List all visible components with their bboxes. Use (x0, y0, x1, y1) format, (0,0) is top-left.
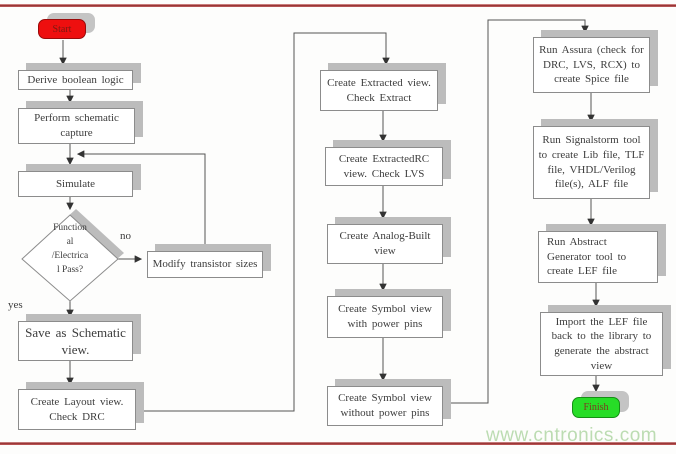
node-modify-transistor-sizes: Modify transistor sizes (147, 251, 263, 278)
connector-modify-feedback (76, 150, 206, 251)
node-perform-schematic-capture: Perform schematic capture (18, 108, 135, 144)
node-create-extractedrc-view: Create ExtractedRC view. Check LVS (325, 147, 443, 186)
node-run-abstract-generator: Run Abstract Generator tool to create LE… (538, 231, 658, 283)
finish-label: Finish (583, 402, 609, 413)
node-run-signalstorm: Run Signalstorm tool to create Lib file,… (533, 126, 650, 199)
node-save-as-schematic-view: Save as Schematic view. (18, 321, 133, 361)
bottom-red-rule (0, 442, 676, 445)
node-import-lef-file: Import the LEF file back to the library … (540, 312, 663, 376)
node-create-symbol-view-without-power-pins: Create Symbol view without power pins (327, 386, 443, 426)
node-create-layout-view: Create Layout view. Check DRC (18, 389, 136, 430)
node-finish-terminator: Finish (572, 397, 620, 418)
decision-diamond-shape (21, 214, 119, 302)
node-create-analog-built-view: Create Analog-Built view (327, 224, 443, 264)
node-simulate: Simulate (18, 171, 133, 197)
edge-label-no: no (120, 230, 131, 242)
node-create-extracted-view: Create Extracted view. Check Extract (320, 70, 438, 111)
decision-diamond (21, 209, 124, 302)
node-run-assura: Run Assura (check for DRC, LVS, RCX) to … (533, 37, 650, 93)
edge-label-yes: yes (8, 299, 23, 311)
decision-label: Function al /Electrica l Pass? (51, 223, 89, 275)
node-create-symbol-view-with-power-pins: Create Symbol view with power pins (327, 296, 443, 338)
start-label: Start (52, 23, 72, 35)
top-red-rule (0, 4, 676, 7)
watermark-text: www.cntronics.com (486, 425, 658, 446)
node-start-terminator: Start (38, 19, 86, 39)
connector-layout-extracted (136, 32, 390, 412)
connector-symbolwithout-assura (444, 19, 589, 404)
node-derive-boolean-logic: Derive boolean logic (18, 70, 133, 90)
